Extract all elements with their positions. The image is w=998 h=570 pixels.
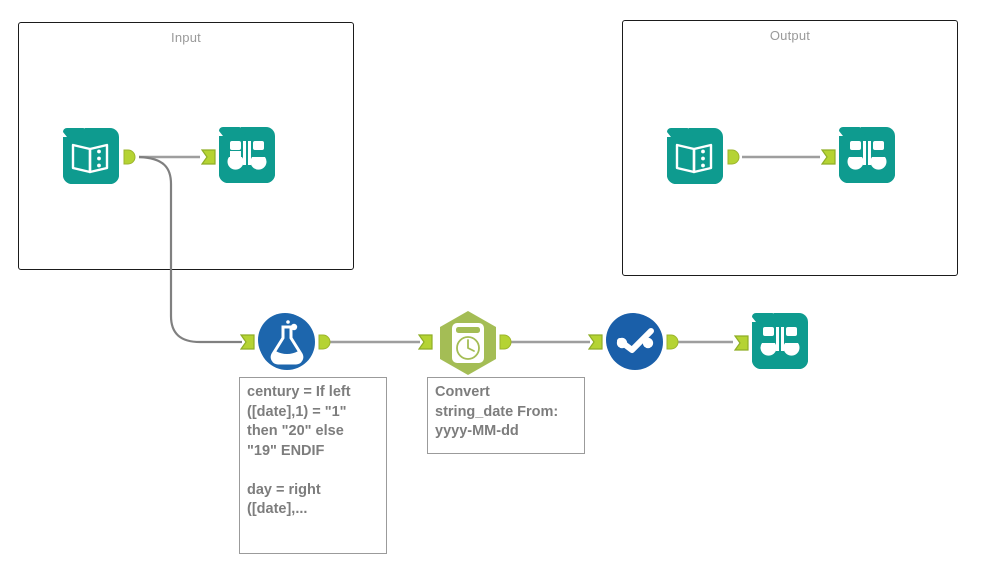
output-anchor[interactable] [123, 149, 137, 165]
node-datetime-1[interactable] [418, 310, 512, 375]
node-browse-3[interactable] [734, 313, 808, 369]
input-anchor[interactable] [240, 334, 256, 350]
input-anchor[interactable] [821, 149, 837, 165]
input-container-label: Input [171, 30, 201, 45]
input-anchor[interactable] [201, 149, 217, 165]
formula-annotation[interactable]: century = If left ([date],1) = "1" then … [239, 377, 387, 554]
book-folder-icon [63, 128, 119, 184]
binoculars-icon [839, 127, 895, 183]
node-select-1[interactable] [588, 313, 679, 370]
book-folder-icon [667, 128, 723, 184]
select-check-icon [606, 313, 663, 370]
output-anchor[interactable] [499, 334, 513, 350]
binoculars-icon [219, 127, 275, 183]
node-browse-1[interactable] [201, 127, 275, 183]
input-anchor[interactable] [734, 335, 750, 351]
output-container-label: Output [769, 28, 811, 43]
output-anchor[interactable] [318, 334, 332, 350]
binoculars-icon [752, 313, 808, 369]
output-anchor[interactable] [727, 149, 741, 165]
clock-icon [437, 310, 496, 375]
node-browse-2[interactable] [821, 127, 895, 183]
output-anchor[interactable] [666, 334, 680, 350]
node-input-data-2[interactable] [667, 128, 740, 184]
flask-icon [258, 313, 315, 370]
input-anchor[interactable] [588, 334, 604, 350]
input-anchor[interactable] [418, 334, 434, 350]
datetime-annotation[interactable]: Convert string_date From: yyyy-MM-dd [427, 377, 585, 454]
node-input-data-1[interactable] [63, 128, 136, 184]
node-formula-1[interactable] [240, 313, 331, 370]
